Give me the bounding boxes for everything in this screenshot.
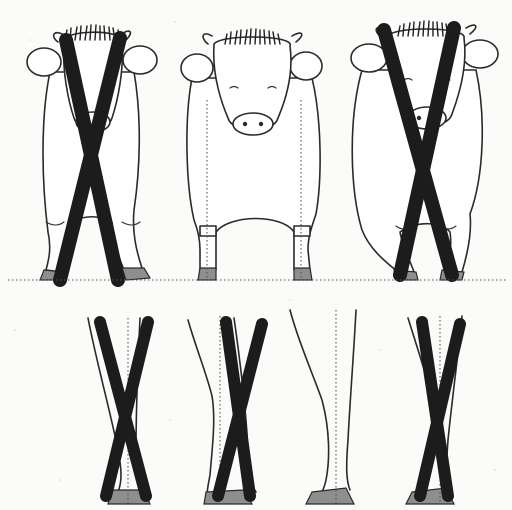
front-cow-left — [27, 25, 157, 280]
hind-leg-4 — [406, 316, 462, 504]
front-cow-right — [351, 21, 498, 280]
leg-front-edge — [290, 310, 329, 500]
right-ear — [462, 40, 498, 68]
left-ear — [181, 54, 213, 82]
left-ear — [351, 44, 387, 72]
muzzle — [233, 113, 273, 135]
knee-left — [200, 226, 216, 236]
hind-leg-2 — [188, 316, 262, 504]
hind-leg-3 — [290, 310, 356, 504]
leg-back-edge — [347, 310, 356, 490]
right-ear — [290, 52, 322, 80]
left-ear — [27, 48, 61, 76]
front-cow-center — [181, 29, 322, 280]
knee-right — [294, 226, 310, 236]
right-ear — [123, 46, 157, 74]
leg-front-edge — [188, 320, 214, 502]
hoof-left — [198, 268, 216, 280]
hoof-right — [122, 268, 150, 280]
hoof — [306, 488, 354, 504]
hoof-right — [294, 268, 312, 280]
hind-leg-1 — [88, 318, 150, 504]
